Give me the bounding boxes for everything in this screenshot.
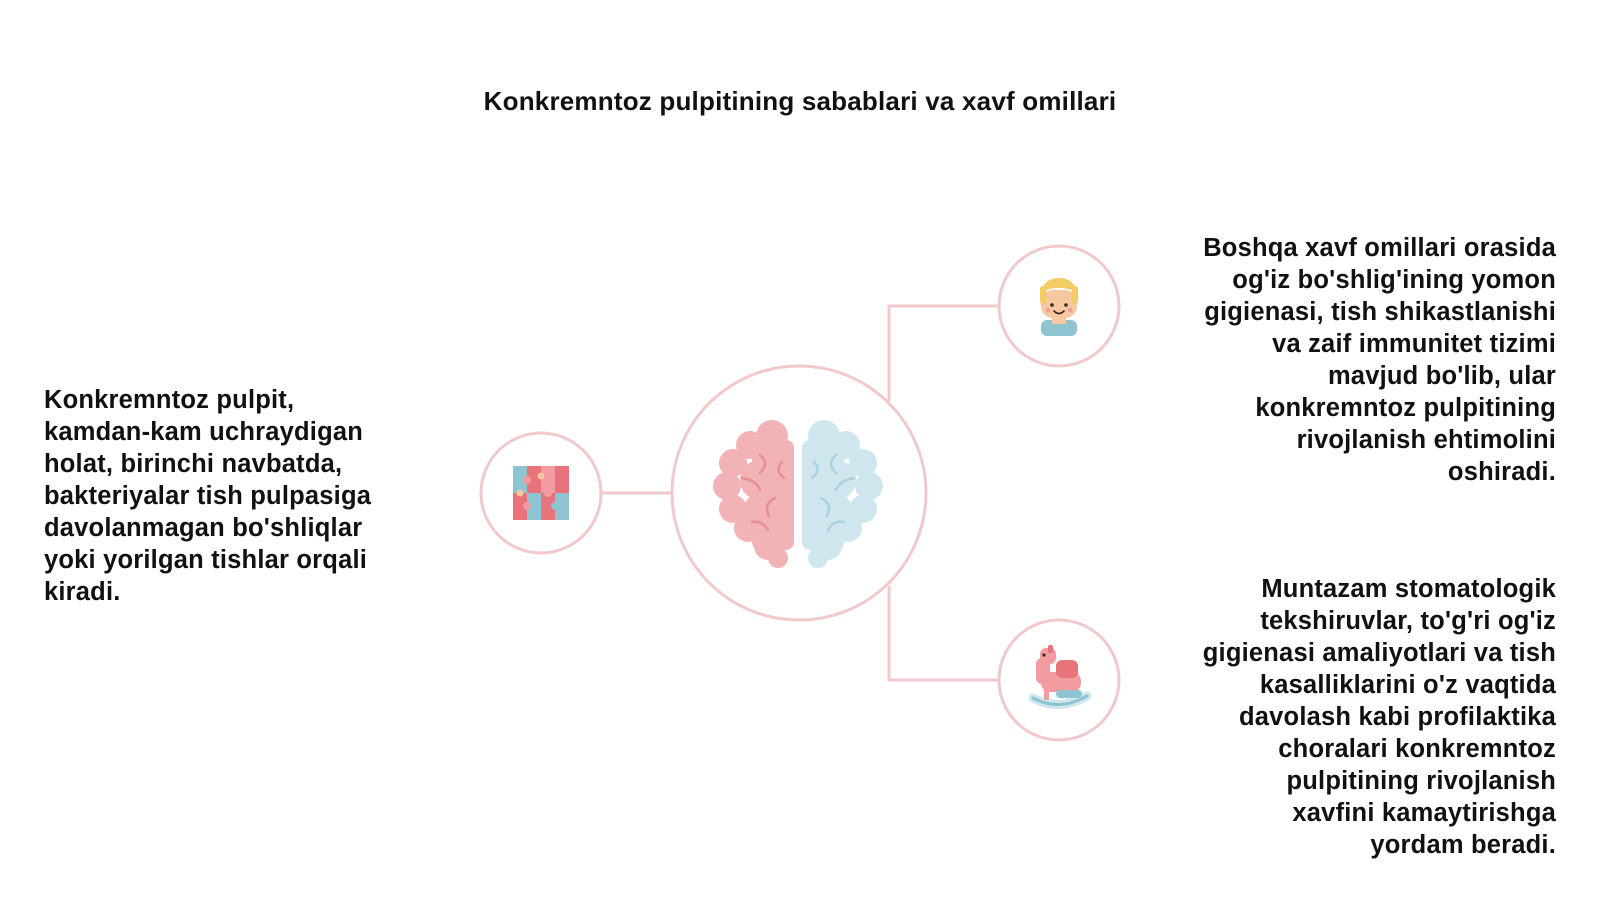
rocking-horse-icon (1028, 645, 1092, 709)
right-top-node-text: Boshqa xavf omillari orasida og'iz bo'sh… (1203, 234, 1556, 486)
puzzle-icon (513, 466, 569, 520)
diagram-title: Konkremntoz pulpitining sabablari va xav… (483, 86, 1117, 116)
right-top-node (997, 244, 1121, 368)
connector-right-top (887, 304, 998, 401)
connector-right-bottom (887, 586, 998, 682)
right-bottom-node-text: Muntazam stomatologik tekshiruvlar, to'g… (1202, 575, 1556, 859)
brain-icon (713, 420, 883, 568)
center-node (670, 364, 928, 622)
left-node (479, 431, 603, 555)
right-bottom-node (997, 618, 1121, 742)
child-face-icon (1040, 278, 1078, 336)
connector-lines (601, 304, 998, 682)
left-node-text: Konkremntoz pulpit, kamdan-kam uchraydig… (44, 386, 372, 606)
